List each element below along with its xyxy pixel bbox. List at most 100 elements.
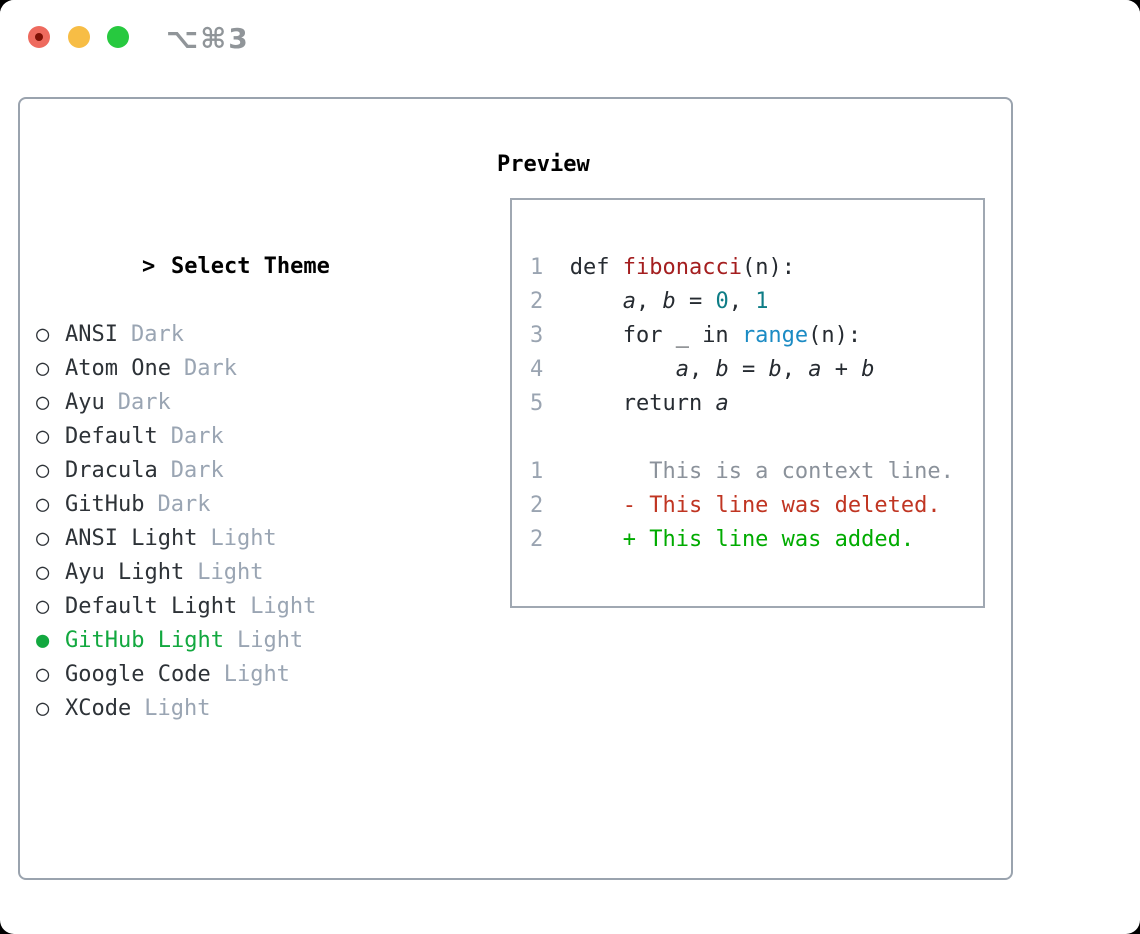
theme-variant-label: Light [250,594,317,619]
theme-option-ayu[interactable]: ○ Ayu Dark [36,386,407,420]
segment-var: a [715,391,729,416]
segment-pl: , [728,289,756,314]
theme-option-label: Dracula [65,458,158,483]
segment-pl: = [728,357,769,382]
segment-pl: = [675,289,716,314]
theme-option-label: Default Light [65,594,238,619]
theme-option-ansi-light[interactable]: ○ ANSI Light Light [36,522,407,556]
code-line-3: 3 for _ in range(n): [530,319,983,353]
theme-variant-label: Light [197,560,264,585]
radio-unselected-icon: ○ [36,322,50,347]
segment-pl: (n): [741,255,795,280]
select-theme-header: > Select Theme [36,216,407,279]
segment-del: - This line was deleted. [622,493,941,518]
window-shortcut-label: ⌥⌘3 [166,22,250,55]
theme-option-label: GitHub Light [65,628,224,653]
segment-ln: 1 [530,459,544,484]
segment-pl: def [543,255,623,280]
apply-to-header: Apply To [36,896,407,930]
theme-option-google-code[interactable]: ○ Google Code Light [36,658,407,692]
theme-variant-label: Dark [170,458,224,483]
segment-var: b [662,289,676,314]
theme-option-label: Google Code [65,662,211,687]
theme-option-label: Default [65,424,158,449]
theme-variant-label: Dark [183,356,237,381]
segment-pl [543,357,675,382]
radio-selected-icon: ● [36,628,50,653]
radio-unselected-icon: ○ [36,696,50,721]
segment-pl: (n): [808,323,862,348]
segment-pl: , [635,289,663,314]
cursor-icon: > [141,254,156,279]
theme-option-label: Ayu [65,390,105,415]
theme-option-label: Ayu Light [65,560,185,585]
segment-fn: fibonacci [622,255,742,280]
theme-option-label: ANSI Light [65,526,198,551]
theme-option-github-light[interactable]: ● GitHub Light Light [36,624,407,658]
titlebar: ⌥⌘3 [0,0,1140,97]
theme-option-label: Atom One [65,356,171,381]
close-button[interactable] [28,26,50,48]
radio-unselected-icon: ○ [36,594,50,619]
radio-unselected-icon: ○ [36,662,50,687]
code-line-2: 2 a, b = 0, 1 [530,285,983,319]
theme-option-default[interactable]: ○ Default Dark [36,420,407,454]
select-theme-title: Select Theme [170,254,330,279]
theme-variant-label: Light [236,628,304,653]
theme-option-xcode[interactable]: ○ XCode Light [36,692,407,726]
segment-ln: 2 [530,493,544,518]
segment-pl [543,289,622,314]
segment-var: a [808,357,822,382]
code-line-4: 4 a, b = b, a + b [530,353,983,387]
segment-ln: 2 [530,527,544,552]
theme-option-ayu-light[interactable]: ○ Ayu Light Light [36,556,407,590]
segment-pl: + [821,357,862,382]
diff-line-context: 1 This is a context line. [530,455,983,489]
segment-var: b [861,357,875,382]
theme-variant-label: Dark [117,390,171,415]
code-line-1: 1 def fibonacci(n): [530,251,983,285]
radio-unselected-icon: ○ [36,356,50,381]
theme-variant-label: Dark [157,492,211,517]
segment-var: b [715,357,729,382]
segment-var: a [675,357,689,382]
theme-option-label: XCode [65,696,132,721]
theme-option-ansi[interactable]: ○ ANSI Dark [36,318,407,352]
segment-add: + This line was added. [622,527,915,552]
theme-option-default-light[interactable]: ○ Default Light Light [36,590,407,624]
segment-num: 0 [715,289,729,314]
close-dot-icon [35,33,43,41]
segment-ctx: This is a context line. [649,459,954,484]
preview-title: Preview [497,152,590,177]
segment-ln: 5 [530,391,544,416]
segment-var: b [768,357,782,382]
zoom-button[interactable] [107,26,129,48]
segment-pl [543,493,622,518]
segment-pl [543,527,622,552]
spacer [36,794,407,828]
theme-option-atom-one[interactable]: ○ Atom One Dark [36,352,407,386]
theme-variant-label: Dark [130,322,184,347]
segment-pl: for _ in [543,323,742,348]
radio-unselected-icon: ○ [36,390,50,415]
theme-variant-label: Dark [170,424,224,449]
diff-line-deleted: 2 - This line was deleted. [530,489,983,523]
theme-variant-label: Light [223,662,290,687]
theme-option-label: ANSI [65,322,118,347]
radio-unselected-icon: ○ [36,560,50,585]
radio-unselected-icon: ○ [36,526,50,551]
theme-variant-label: Light [144,696,211,721]
segment-call: range [741,323,809,348]
theme-variant-label: Light [210,526,277,551]
segment-pl [543,459,649,484]
minimize-button[interactable] [68,26,90,48]
segment-ln: 2 [530,289,544,314]
radio-unselected-icon: ○ [36,424,50,449]
